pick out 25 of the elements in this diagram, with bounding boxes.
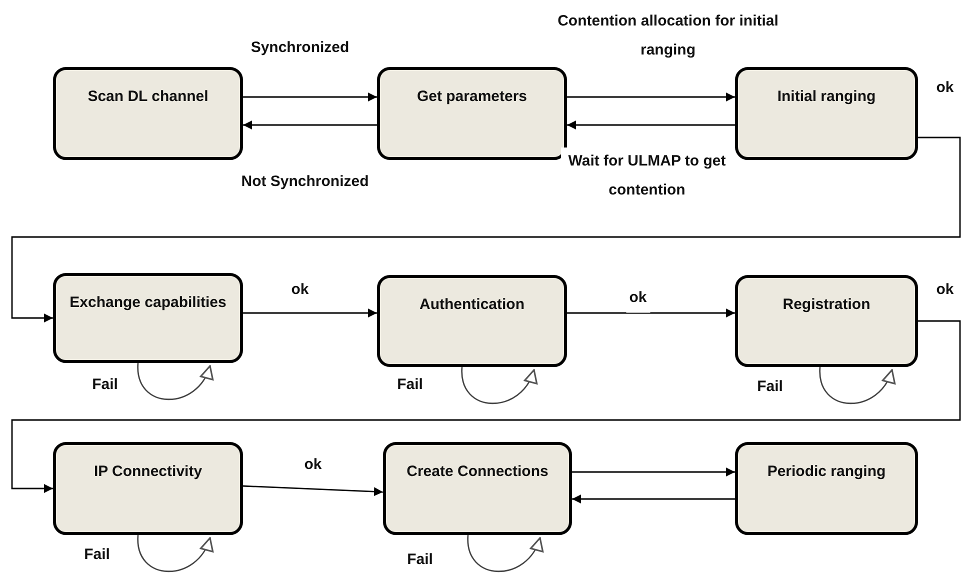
arrow (243, 120, 377, 130)
self-loop-arrow (819, 366, 894, 404)
arrow (11, 320, 961, 493)
state-box: Initial ranging (735, 67, 918, 160)
state-box: Periodic ranging (735, 442, 918, 535)
state-box: Scan DL channel (53, 67, 243, 160)
state-box: Create Connections (383, 442, 572, 535)
arrow (243, 92, 377, 102)
arrow (572, 494, 735, 504)
arrow (567, 308, 735, 318)
arrow (567, 120, 735, 130)
state-box: Exchange capabilities (53, 273, 243, 363)
state-box: Registration (735, 275, 918, 367)
arrow (11, 136, 961, 322)
state-box: Authentication (377, 275, 567, 367)
self-loop-arrow (137, 534, 212, 572)
arrow (242, 485, 384, 496)
self-loop-arrow (467, 534, 542, 572)
arrow (243, 308, 377, 318)
state-box: Get parameters (377, 67, 567, 160)
state-box: IP Connectivity (53, 442, 243, 535)
self-loop-arrow (461, 366, 536, 404)
arrow (572, 468, 735, 476)
self-loop-arrow (137, 362, 212, 400)
arrow (567, 92, 735, 102)
